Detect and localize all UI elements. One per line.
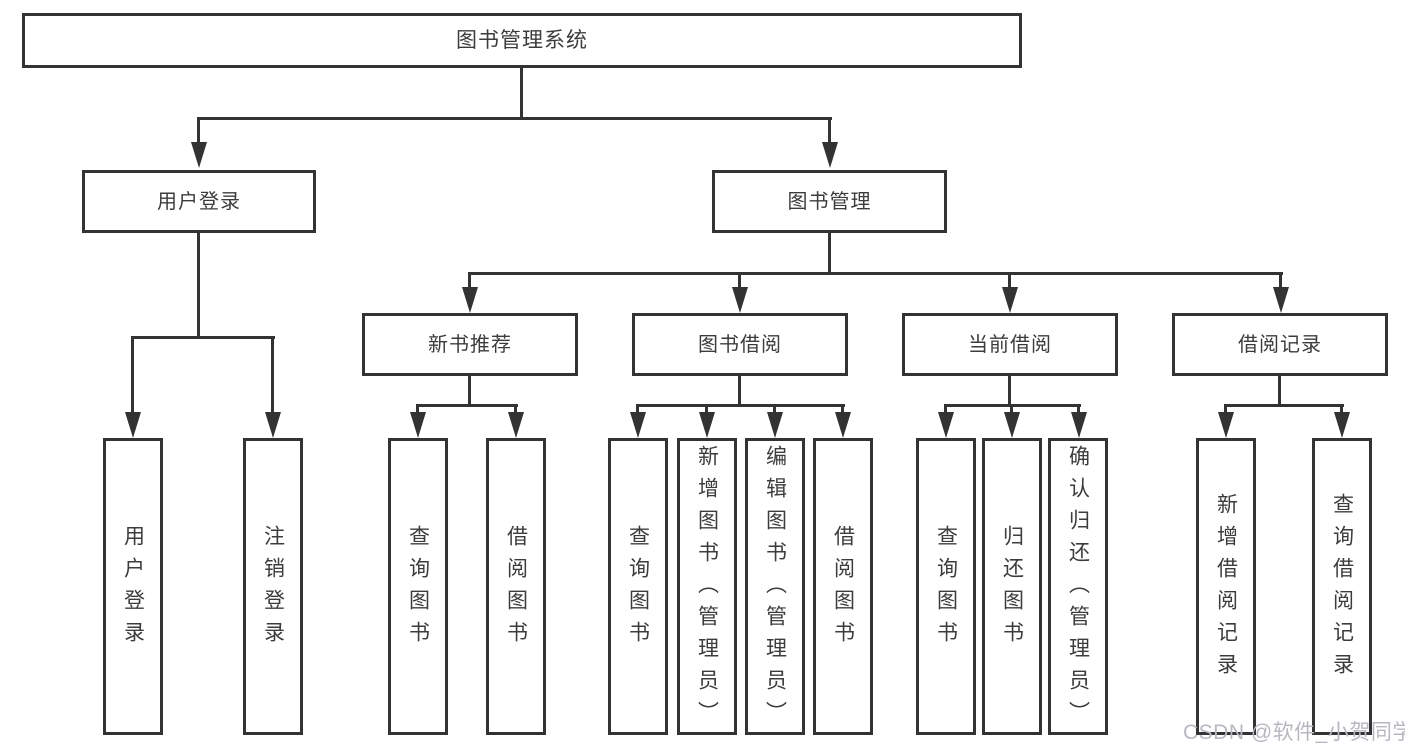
leaf-borrow-books-borrowing: 借阅图书 bbox=[813, 438, 873, 735]
arrowhead-icon bbox=[265, 412, 281, 438]
arrowhead-icon bbox=[699, 412, 715, 438]
connector-line bbox=[271, 336, 274, 414]
connector-line bbox=[197, 233, 200, 339]
connector-line bbox=[828, 117, 831, 144]
connector-line bbox=[1010, 404, 1013, 414]
node-new-book-recommendation: 新书推荐 bbox=[362, 313, 578, 376]
arrowhead-icon bbox=[767, 412, 783, 438]
leaf-borrow-books-recommend: 借阅图书 bbox=[486, 438, 546, 735]
arrowhead-icon bbox=[630, 412, 646, 438]
leaf-query-books-current: 查询图书 bbox=[916, 438, 976, 735]
connector-line bbox=[705, 404, 708, 414]
connector-line bbox=[1077, 404, 1080, 414]
arrowhead-icon bbox=[1002, 287, 1018, 313]
arrowhead-icon bbox=[835, 412, 851, 438]
connector-line bbox=[468, 374, 471, 406]
arrowhead-icon bbox=[1218, 412, 1234, 438]
arrowhead-icon bbox=[1273, 287, 1289, 313]
connector-line bbox=[636, 404, 845, 407]
connector-line bbox=[1340, 404, 1343, 414]
connector-line bbox=[1278, 374, 1281, 406]
leaf-logout: 注销登录 bbox=[243, 438, 303, 735]
connector-line bbox=[197, 117, 832, 120]
connector-line bbox=[1224, 404, 1344, 407]
leaf-add-borrow-record: 新增借阅记录 bbox=[1196, 438, 1256, 735]
arrowhead-icon bbox=[508, 412, 524, 438]
watermark: CSDN @软件_小贺同学 bbox=[1183, 721, 1405, 744]
connector-line bbox=[1008, 272, 1011, 288]
connector-line bbox=[738, 272, 741, 288]
leaf-query-books-recommend: 查询图书 bbox=[388, 438, 448, 735]
arrowhead-icon bbox=[1071, 412, 1087, 438]
leaf-add-book-admin: 新增图书（管理员） bbox=[677, 438, 737, 735]
node-library-management-system: 图书管理系统 bbox=[22, 13, 1022, 68]
arrowhead-icon bbox=[410, 412, 426, 438]
node-current-borrowing: 当前借阅 bbox=[902, 313, 1118, 376]
connector-line bbox=[773, 404, 776, 414]
connector-line bbox=[468, 272, 471, 288]
arrowhead-icon bbox=[1334, 412, 1350, 438]
connector-line bbox=[1008, 374, 1011, 406]
connector-line bbox=[416, 404, 419, 414]
connector-line bbox=[841, 404, 844, 414]
connector-line bbox=[738, 374, 741, 406]
connector-line bbox=[131, 336, 275, 339]
connector-line bbox=[416, 404, 518, 407]
leaf-return-books: 归还图书 bbox=[982, 438, 1042, 735]
arrowhead-icon bbox=[732, 287, 748, 313]
leaf-user-login: 用户登录 bbox=[103, 438, 163, 735]
leaf-confirm-return-admin: 确认归还（管理员） bbox=[1048, 438, 1108, 735]
arrowhead-icon bbox=[1004, 412, 1020, 438]
connector-line bbox=[1224, 404, 1227, 414]
connector-line bbox=[131, 336, 134, 414]
connector-line bbox=[197, 117, 200, 144]
arrowhead-icon bbox=[125, 412, 141, 438]
connector-line bbox=[514, 404, 517, 414]
node-borrowing-records: 借阅记录 bbox=[1172, 313, 1388, 376]
leaf-query-borrow-record: 查询借阅记录 bbox=[1312, 438, 1372, 735]
connector-line bbox=[1279, 272, 1282, 288]
node-book-borrowing: 图书借阅 bbox=[632, 313, 848, 376]
node-user-login: 用户登录 bbox=[82, 170, 316, 233]
arrowhead-icon bbox=[938, 412, 954, 438]
connector-line bbox=[636, 404, 639, 414]
connector-line bbox=[828, 233, 831, 274]
connector-line bbox=[944, 404, 947, 414]
arrowhead-icon bbox=[191, 142, 207, 168]
connector-line bbox=[520, 68, 523, 120]
connector-line bbox=[468, 272, 1283, 275]
arrowhead-icon bbox=[462, 287, 478, 313]
node-book-management: 图书管理 bbox=[712, 170, 947, 233]
leaf-query-books-borrowing: 查询图书 bbox=[608, 438, 668, 735]
leaf-edit-book-admin: 编辑图书（管理员） bbox=[745, 438, 805, 735]
arrowhead-icon bbox=[822, 142, 838, 168]
